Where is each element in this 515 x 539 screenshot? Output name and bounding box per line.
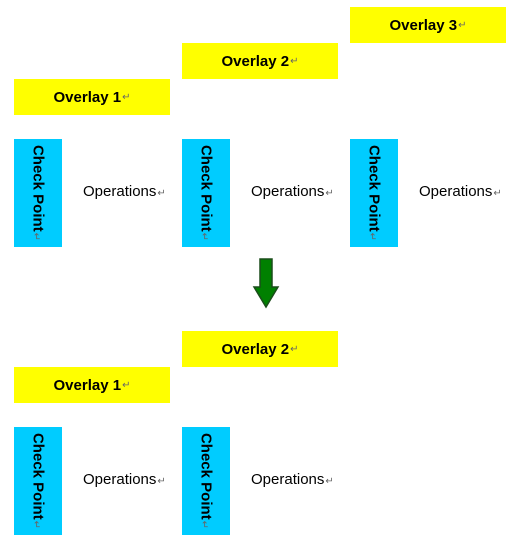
checkpoint-2: Check Point↵ bbox=[182, 139, 230, 247]
overlay-2-label: Overlay 2 bbox=[221, 340, 290, 358]
return-mark: ↵ bbox=[493, 188, 502, 199]
operations-2-label: Operations bbox=[251, 183, 325, 200]
operations-3-label: Operations bbox=[419, 183, 493, 200]
overlay-2-box: Overlay 2↵ bbox=[182, 43, 338, 79]
return-mark: ↵ bbox=[122, 379, 131, 391]
overlay-2-label: Overlay 2 bbox=[221, 52, 290, 70]
overlay-1-label: Overlay 1 bbox=[53, 376, 122, 394]
return-mark: ↵ bbox=[30, 520, 42, 530]
down-arrow-icon bbox=[252, 258, 280, 309]
return-mark: ↵ bbox=[290, 343, 299, 355]
return-mark: ↵ bbox=[198, 520, 210, 530]
operations-1-label: Operations bbox=[83, 183, 157, 200]
checkpoint-2-label: Check Point bbox=[197, 432, 215, 520]
checkpoint-1-label: Check Point bbox=[29, 432, 47, 520]
checkpoint-2: Check Point↵ bbox=[182, 427, 230, 535]
operations-2: Operations↵ bbox=[251, 183, 334, 200]
overlay-3-box: Overlay 3↵ bbox=[350, 7, 506, 43]
operations-3: Operations↵ bbox=[419, 183, 502, 200]
overlay-1-box: Overlay 1↵ bbox=[14, 79, 170, 115]
return-mark: ↵ bbox=[366, 232, 378, 242]
return-mark: ↵ bbox=[30, 232, 42, 242]
checkpoint-3-label: Check Point bbox=[365, 144, 383, 232]
return-mark: ↵ bbox=[290, 55, 299, 67]
return-mark: ↵ bbox=[157, 188, 166, 199]
return-mark: ↵ bbox=[325, 188, 334, 199]
return-mark: ↵ bbox=[458, 19, 467, 31]
checkpoint-1: Check Point↵ bbox=[14, 139, 62, 247]
operations-2: Operations↵ bbox=[251, 471, 334, 488]
overlay-2-box: Overlay 2↵ bbox=[182, 331, 338, 367]
overlay-1-label: Overlay 1 bbox=[53, 88, 122, 106]
checkpoint-1-label: Check Point bbox=[29, 144, 47, 232]
overlay-3-label: Overlay 3 bbox=[389, 16, 458, 34]
overlay-1-box: Overlay 1↵ bbox=[14, 367, 170, 403]
checkpoint-3: Check Point↵ bbox=[350, 139, 398, 247]
operations-1: Operations↵ bbox=[83, 471, 166, 488]
checkpoint-2-label: Check Point bbox=[197, 144, 215, 232]
return-mark: ↵ bbox=[325, 476, 334, 487]
checkpoint-1: Check Point↵ bbox=[14, 427, 62, 535]
return-mark: ↵ bbox=[122, 91, 131, 103]
return-mark: ↵ bbox=[198, 232, 210, 242]
operations-2-label: Operations bbox=[251, 471, 325, 488]
operations-1: Operations↵ bbox=[83, 183, 166, 200]
operations-1-label: Operations bbox=[83, 471, 157, 488]
return-mark: ↵ bbox=[157, 476, 166, 487]
